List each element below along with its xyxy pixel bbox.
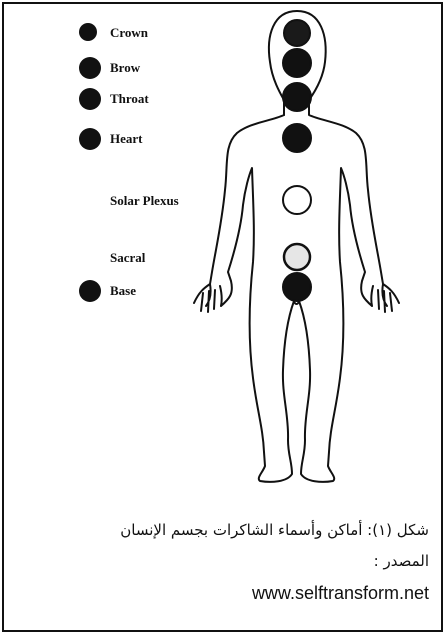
throat-chakra-point (283, 83, 311, 111)
crown-chakra-point (284, 20, 310, 46)
figure-caption-source-label: المصدر : (374, 552, 429, 570)
figure-caption-source-url: www.selftransform.net (252, 583, 429, 604)
sacral-chakra-point (284, 244, 310, 270)
figure-caption-title: شكل (١): أماكن وأسماء الشاكرات بجسم الإن… (120, 521, 429, 539)
heart-chakra-point (283, 124, 311, 152)
brow-chakra-point (283, 49, 311, 77)
solar-plexus-chakra-point (283, 186, 311, 214)
base-chakra-point (283, 273, 311, 301)
